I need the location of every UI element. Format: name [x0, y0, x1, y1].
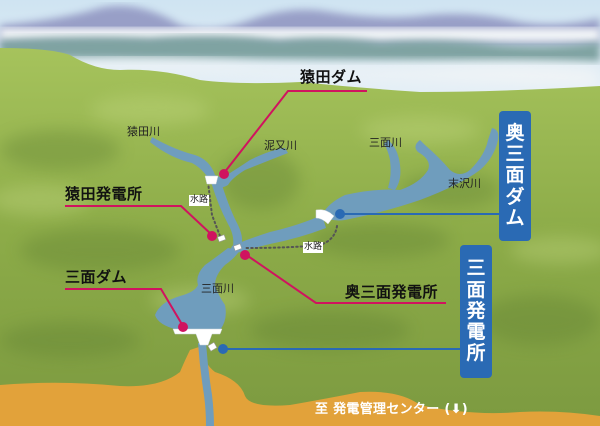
callout-char: 発 [466, 299, 486, 322]
river-label-saruta: 猿田川 [127, 125, 160, 138]
callout-char: 面 [466, 278, 486, 301]
callout-saruta-dam[interactable]: 猿田ダム [300, 68, 363, 86]
callout-char: 三 [466, 257, 486, 280]
river-label-mitsuomote-upper: 三面川 [369, 136, 402, 149]
destination-power-management-center[interactable]: 至 発電管理センター (⬇) [315, 402, 469, 417]
waterway-tag-okumiomote: 水路 [303, 242, 324, 253]
okumiomote-power-station-leader [244, 253, 446, 304]
callout-okumiomote-power-station[interactable]: 奥三面発電所 [345, 283, 439, 301]
callout-mitsuomote-power-station[interactable]: 三 面 発 電 所 [460, 245, 492, 378]
okumiomote-dam-structure [315, 209, 335, 225]
callout-char: ム [505, 206, 525, 229]
callout-okumiomote-dam[interactable]: 奥 三 面 ダ ム [499, 111, 531, 241]
saruta-power-station-leader [65, 205, 213, 236]
mitsuomote-power-station-building [207, 341, 218, 352]
callout-char: 三 [505, 143, 525, 166]
river-label-suezawa: 末沢川 [448, 177, 481, 190]
callout-char: 所 [466, 342, 486, 365]
callout-char: 電 [466, 321, 486, 344]
callout-char: ダ [505, 185, 525, 208]
river-label-doromata: 泥又川 [264, 139, 297, 152]
callout-mitsuomote-dam[interactable]: 三面ダム [65, 268, 128, 286]
saruta-dam-leader [223, 90, 367, 174]
waterway-saruta-path [207, 181, 221, 237]
callout-char: 面 [505, 164, 525, 187]
mitsuomote-dam-structure [172, 328, 223, 346]
mitsuomote-dam-leader [65, 288, 184, 327]
saruta-dam-structure [204, 175, 219, 185]
callout-saruta-power-station[interactable]: 猿田発電所 [65, 185, 143, 203]
callout-char: 奥 [505, 121, 525, 144]
saruta-power-station-building [217, 234, 227, 243]
river-label-mitsuomote-lower: 三面川 [201, 282, 234, 295]
waterway-tag-saruta: 水路 [189, 195, 210, 206]
okumiomote-power-station-building [233, 243, 243, 252]
